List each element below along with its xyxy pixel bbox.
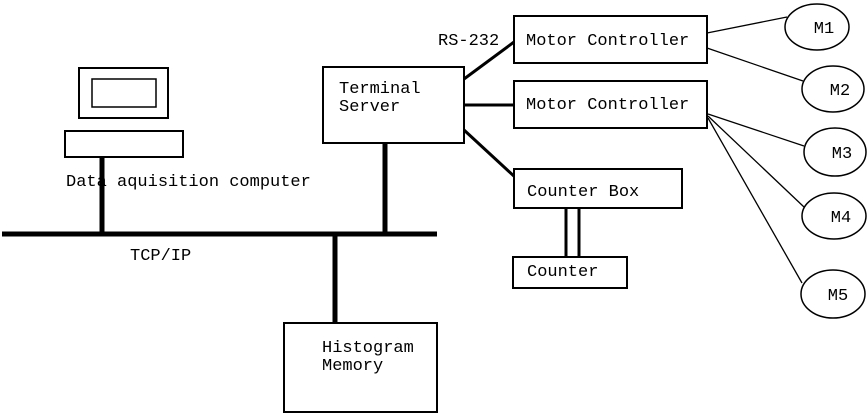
- rs232-label: RS-232: [438, 32, 499, 51]
- motor-controller-1-to-m1-line: [706, 16, 788, 34]
- motor-m3-label: M3: [832, 145, 852, 164]
- motor-m3-node: [803, 127, 867, 177]
- motor-controller-1-to-m2-line: [706, 47, 804, 82]
- motor-m5-label: M5: [828, 287, 848, 306]
- terminal-server-label-line2: Server: [339, 98, 400, 117]
- terminal-server-to-counter-box-line: [462, 128, 518, 180]
- motor-m4-node: [801, 192, 867, 240]
- data-acquisition-computer-label: Data aquisition computer: [66, 173, 311, 192]
- keyboard-icon: [64, 130, 184, 158]
- tcp-ip-label: TCP/IP: [130, 247, 191, 266]
- terminal-server-label-line1: Terminal: [339, 80, 421, 99]
- motor-m5-node: [800, 269, 866, 319]
- motor-controller-1-label: Motor Controller: [526, 32, 689, 51]
- counter-box-label: Counter Box: [527, 183, 639, 202]
- motor-m4-label: M4: [831, 209, 851, 228]
- motor-controller-2-box: [513, 80, 708, 129]
- motor-controller-2-to-m3-line: [707, 113, 805, 147]
- counter-label: Counter: [527, 263, 598, 282]
- motor-controller-2-to-m5-line: [707, 117, 803, 284]
- motor-m2-label: M2: [830, 82, 850, 101]
- counter-box-box: [513, 168, 683, 209]
- histogram-memory-box: [283, 322, 438, 413]
- monitor-screen-icon: [91, 78, 157, 108]
- histogram-memory-label-line1: Histogram: [322, 339, 414, 358]
- motor-controller-2-label: Motor Controller: [526, 96, 689, 115]
- counter-box: [512, 256, 628, 289]
- motor-controller-2-to-m4-line: [707, 115, 805, 208]
- terminal-server-to-motor-controller-1-line: [463, 40, 515, 81]
- motor-m1-label: M1: [814, 20, 834, 39]
- histogram-memory-label-line2: Memory: [322, 357, 383, 376]
- motor-m2-node: [801, 65, 865, 113]
- motor-controller-1-box: [513, 15, 708, 64]
- terminal-server-box: [322, 66, 465, 144]
- motor-m1-node: [784, 3, 850, 51]
